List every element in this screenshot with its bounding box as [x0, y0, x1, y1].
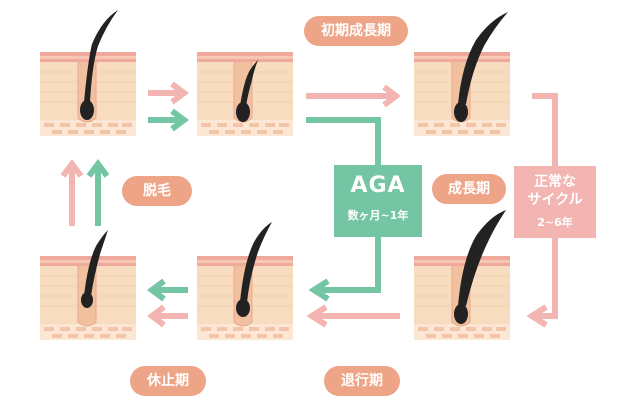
label-early-growth: 初期成長期 [304, 16, 408, 46]
arrow-regression-to-resting-normal [147, 304, 188, 328]
arrow-resting-to-shedding-aga [86, 159, 110, 226]
normal-cycle-duration: 2~6年 [537, 216, 573, 229]
arrow-resting-to-shedding-normal [60, 159, 84, 226]
label-regression: 退行期 [324, 366, 400, 396]
aga-duration: 数ヶ月~1年 [347, 209, 409, 222]
hair-stage-resting [39, 230, 137, 341]
arrow-normal-cycle-path [526, 93, 558, 328]
label-resting: 休止期 [130, 366, 206, 396]
hair-stage-shedding [39, 10, 137, 137]
aga-box: AGA 数ヶ月~1年 [334, 165, 422, 237]
arrow-shedding-to-early-normal [148, 81, 189, 105]
normal-cycle-box: 正常な サイクル 2~6年 [514, 166, 596, 238]
arrow-aga-path [306, 117, 381, 302]
arrow-regression-to-resting-aga [147, 278, 188, 302]
hair-stage-regression [196, 222, 294, 341]
arrow-early-to-growth-normal [306, 84, 401, 108]
hair-stage-early-growth [196, 51, 294, 137]
hair-stage-growth [413, 12, 511, 137]
hair-stage-growth-late [413, 210, 511, 341]
normal-cycle-line1: 正常な [534, 174, 576, 190]
label-growth: 成長期 [432, 174, 506, 204]
arrow-growth-to-regression [306, 304, 400, 328]
arrow-shedding-to-early-aga [148, 108, 189, 132]
normal-cycle-line2: サイクル [527, 192, 583, 208]
label-shedding: 脱毛 [122, 176, 192, 206]
aga-title: AGA [350, 173, 406, 198]
